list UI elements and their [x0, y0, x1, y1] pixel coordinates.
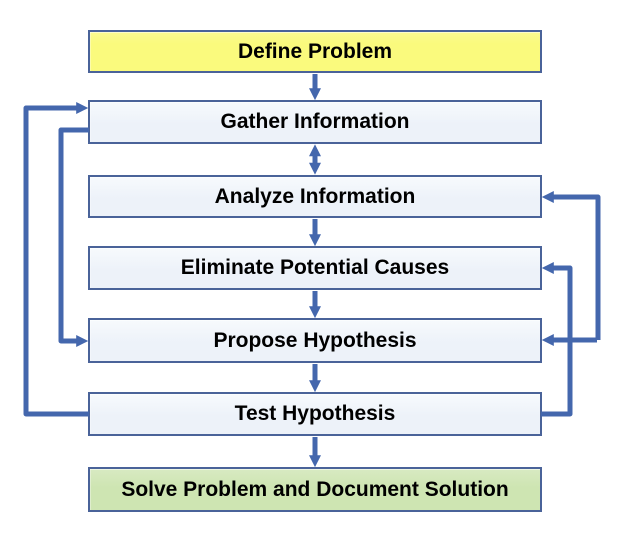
node-define-problem-label: Define Problem [237, 39, 393, 63]
node-test-hypothesis: Test Hypothesis [88, 392, 542, 436]
arrow-loop-test-to-gather [23, 102, 89, 417]
arrow-loop-test-to-eliminate [541, 262, 573, 417]
node-analyze-information-label: Analyze Information [214, 184, 416, 208]
node-propose-hypothesis: Propose Hypothesis [88, 318, 542, 363]
node-eliminate-potential-causes: Eliminate Potential Causes [88, 246, 542, 290]
node-solve-problem-label: Solve Problem and Document Solution [121, 477, 509, 501]
node-solve-problem: Solve Problem and Document Solution [88, 467, 542, 512]
node-define-problem: Define Problem [88, 30, 542, 73]
arrow-loop-gather-to-propose [58, 127, 89, 347]
node-gather-information: Gather Information [88, 100, 542, 144]
node-analyze-information: Analyze Information [88, 175, 542, 218]
node-gather-information-label: Gather Information [220, 110, 410, 133]
arrow-loop-to-analyze [541, 191, 601, 340]
node-propose-hypothesis-label: Propose Hypothesis [213, 328, 417, 352]
node-eliminate-potential-causes-label: Eliminate Potential Causes [180, 256, 450, 279]
node-test-hypothesis-label: Test Hypothesis [234, 402, 396, 425]
